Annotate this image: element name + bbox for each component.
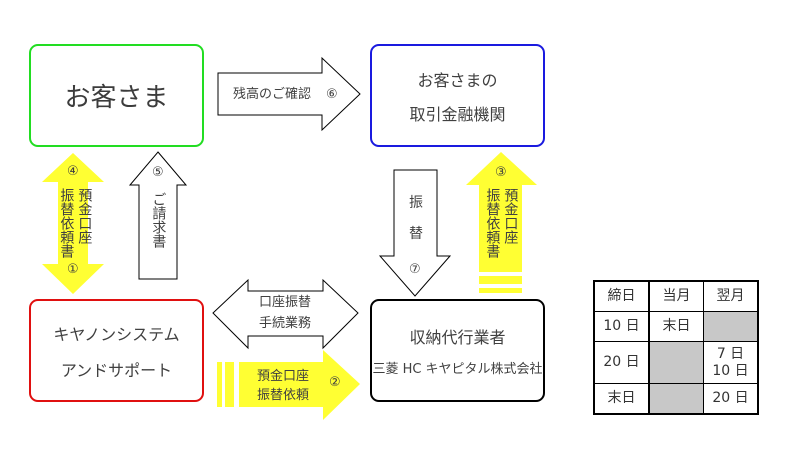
close-day-cell: 10 日 xyxy=(593,311,650,342)
schedule-row: 末日 20 日 xyxy=(593,383,759,415)
next-month-line1: 7 日 xyxy=(716,346,745,363)
bank-box: お客さまの 取引金融機関 xyxy=(370,44,545,147)
left-yellow-label-col2: 振替依頼書 xyxy=(58,188,75,258)
request-label-line2: 振替依頼 xyxy=(257,388,310,403)
close-day-cell: 末日 xyxy=(593,383,650,415)
this-month-cell: 末日 xyxy=(648,311,704,342)
next-month-line2: 10 日 xyxy=(712,362,749,379)
invoice-number: ⑤ xyxy=(152,165,164,180)
procedure-double-arrow xyxy=(212,278,359,350)
this-month-cell-empty xyxy=(648,383,704,415)
right-yellow-number: ③ xyxy=(495,165,507,180)
agent-label-line1: 収納代行業者 xyxy=(409,328,506,347)
left-yellow-number-bottom: ① xyxy=(67,262,79,277)
transfer-label-2: 替 xyxy=(409,226,423,242)
request-label-line1: 預金口座 xyxy=(257,369,310,384)
invoice-label: ご請求書 xyxy=(150,192,167,248)
invoice-arrow xyxy=(128,151,188,280)
close-day-cell: 20 日 xyxy=(593,341,650,384)
next-month-cell: 7 日 10 日 xyxy=(703,341,759,384)
balance-check-label: 残高のご確認 xyxy=(233,87,312,102)
left-yellow-label-col1: 預金口座 xyxy=(76,188,93,244)
bank-label-line2: 取引金融機関 xyxy=(409,104,506,124)
left-yellow-double-arrow xyxy=(42,153,104,294)
canon-box: キヤノンシステム アンドサポート xyxy=(29,299,204,402)
schedule-row: 10 日 末日 xyxy=(593,311,759,342)
next-month-cell: 20 日 xyxy=(703,383,759,415)
balance-check-number: ⑥ xyxy=(326,87,338,102)
agent-label-line2: 三菱 HC キヤピタル株式会社 xyxy=(372,362,543,377)
header-next-month: 翌月 xyxy=(703,280,759,312)
bank-label-line1: お客さまの xyxy=(417,70,498,90)
right-yellow-label-col2: 振替依頼書 xyxy=(484,188,501,258)
transfer-arrow xyxy=(378,169,452,297)
schedule-row: 20 日 7 日 10 日 xyxy=(593,341,759,384)
customer-label: お客さま xyxy=(64,83,169,113)
next-month-cell-empty xyxy=(703,311,759,342)
right-yellow-stripe xyxy=(479,288,522,293)
this-month-cell-empty xyxy=(648,341,704,384)
canon-label-line1: キヤノンシステム xyxy=(53,324,180,344)
procedure-label-line1: 口座振替 xyxy=(259,295,312,310)
transfer-label-1: 振 xyxy=(409,195,423,211)
right-yellow-label-col1: 預金口座 xyxy=(502,188,519,244)
schedule-header-row: 締日 当月 翌月 xyxy=(593,280,759,312)
customer-box: お客さま xyxy=(29,44,204,147)
right-yellow-up-arrow xyxy=(466,152,537,272)
request-yellow-stripe xyxy=(225,362,234,407)
request-yellow-stripe xyxy=(217,362,222,407)
schedule-table: 締日 当月 翌月 10 日 末日 20 日 7 日 10 日 末日 20 日 xyxy=(593,280,759,415)
header-this-month: 当月 xyxy=(648,280,704,312)
header-close-day: 締日 xyxy=(593,280,650,312)
left-yellow-number-top: ④ xyxy=(67,164,79,179)
balance-check-arrow xyxy=(217,56,361,132)
procedure-label-line2: 手続業務 xyxy=(259,316,312,331)
canon-label-line2: アンドサポート xyxy=(60,360,173,380)
right-yellow-stripe xyxy=(479,276,522,284)
agent-box: 収納代行業者 三菱 HC キヤピタル株式会社 xyxy=(370,299,545,402)
request-number: ② xyxy=(329,375,341,390)
request-yellow-arrow xyxy=(239,350,360,420)
transfer-number: ⑦ xyxy=(409,262,421,277)
